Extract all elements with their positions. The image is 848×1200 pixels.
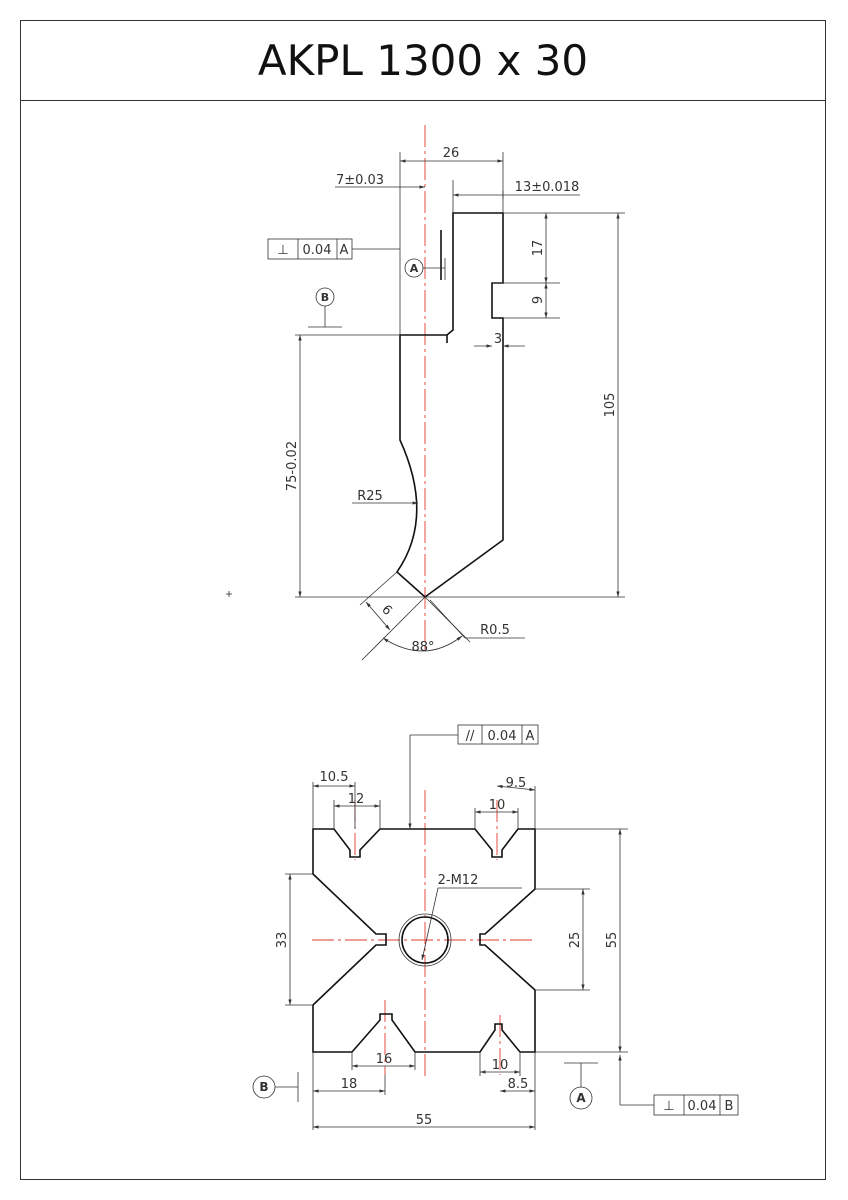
drawing-frame	[20, 20, 826, 1180]
dim-13: 13±0.018	[515, 180, 580, 195]
thread-hole	[401, 916, 449, 964]
dim-16: 16	[376, 1052, 393, 1067]
dim-17: 17	[531, 240, 546, 257]
svg-text:B: B	[725, 1099, 734, 1114]
dim-26: 26	[443, 146, 460, 161]
die-block-profile	[312, 828, 536, 1053]
datum-a-top: A	[404, 258, 446, 280]
dim-10-5: 10.5	[320, 770, 349, 785]
svg-text:B: B	[321, 291, 329, 304]
tolerance-frame-parallel-a: // 0.04 A	[408, 724, 539, 829]
punch-profile	[395, 212, 504, 599]
dim-18: 18	[341, 1077, 358, 1092]
svg-text:A: A	[526, 729, 535, 744]
tolerance-frame-perp-a: ⊥ 0.04 A	[267, 238, 400, 260]
dim-r25: R25	[357, 489, 383, 504]
svg-text:B: B	[259, 1080, 268, 1094]
dim-12: 12	[348, 792, 365, 807]
title-block: AKPL 1300 x 30	[20, 20, 826, 101]
svg-text:0.04: 0.04	[303, 243, 332, 258]
dim-10-bottom: 10	[492, 1058, 509, 1073]
dim-2-m12: 2-M12	[438, 873, 479, 888]
datum-a-bottom: A	[564, 1062, 598, 1110]
svg-text:0.04: 0.04	[488, 729, 517, 744]
dim-9-5: 9.5	[506, 776, 527, 791]
drawing-title: AKPL 1300 x 30	[257, 36, 589, 85]
bottom-view: 2-M12 10.5 12 9.5 10 33 25 55	[252, 724, 739, 1130]
svg-text:⊥: ⊥	[663, 1099, 674, 1114]
top-view: 26 7±0.03 13±0.018 17 9 3 105 75-0.02 R2…	[226, 125, 625, 661]
dim-8-5: 8.5	[508, 1077, 529, 1092]
dim-55-height: 55	[605, 932, 620, 949]
svg-text:⊥: ⊥	[277, 243, 288, 258]
dim-9: 9	[531, 296, 546, 304]
tolerance-frame-perp-b: ⊥ 0.04 B	[618, 1055, 739, 1116]
dim-25: 25	[568, 932, 583, 949]
dim-3: 3	[494, 332, 502, 347]
dim-6: 6	[378, 602, 394, 618]
svg-text://: //	[466, 729, 475, 744]
dim-r05: R0.5	[480, 623, 510, 638]
dim-105: 105	[603, 393, 618, 418]
dim-75: 75-0.02	[285, 441, 300, 491]
svg-text:A: A	[340, 243, 349, 258]
svg-text:0.04: 0.04	[688, 1099, 717, 1114]
dim-88: 88°	[411, 640, 434, 655]
dim-7: 7±0.03	[336, 173, 384, 188]
datum-b-bottom: B	[252, 1072, 299, 1102]
dim-55-width: 55	[416, 1113, 433, 1128]
svg-text:A: A	[576, 1091, 586, 1105]
dim-33: 33	[275, 932, 290, 949]
svg-text:A: A	[410, 262, 419, 275]
dim-10-top: 10	[489, 798, 506, 813]
datum-b-top: B	[308, 287, 342, 328]
